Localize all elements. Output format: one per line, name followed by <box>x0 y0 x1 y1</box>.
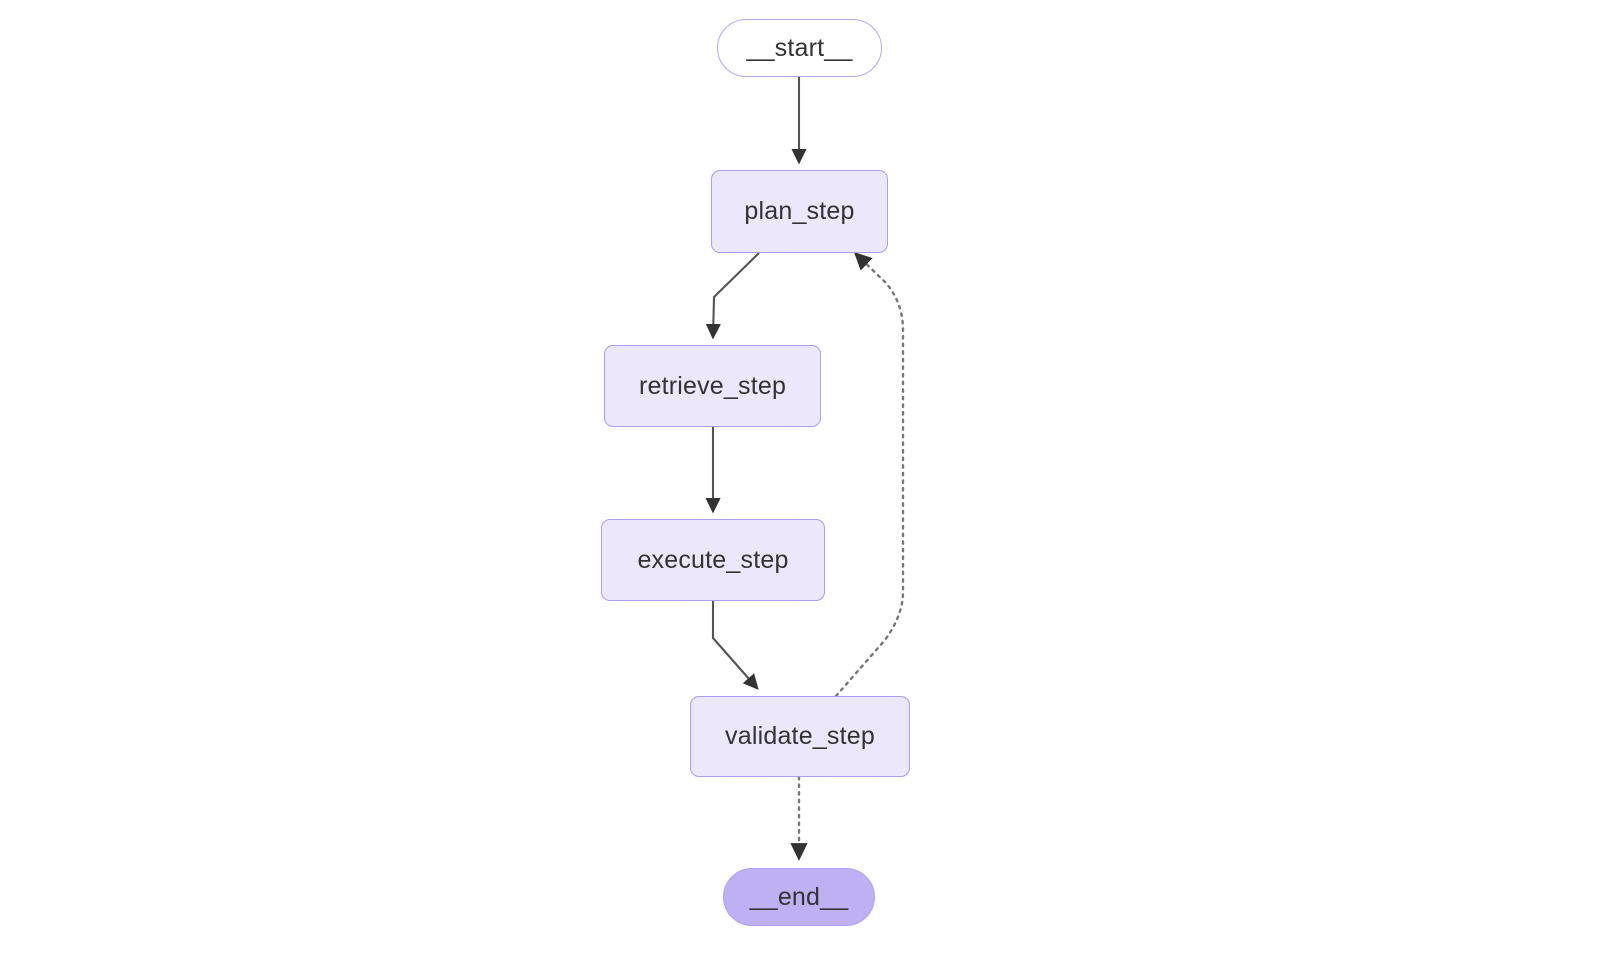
edge-plan-step-to-retrieve-step <box>705 252 760 340</box>
node-start[interactable]: __start__ <box>717 19 882 77</box>
node-retrieve-step[interactable]: retrieve_step <box>604 345 821 427</box>
node-validate-step[interactable]: validate_step <box>690 696 910 777</box>
node-execute-step-label: execute_step <box>637 545 789 574</box>
node-plan-step-label: plan_step <box>744 197 855 225</box>
node-end[interactable]: __end__ <box>723 868 875 926</box>
node-end-label: __end__ <box>749 882 849 911</box>
node-plan-step[interactable]: plan_step <box>711 170 888 253</box>
edge-execute-step-to-validate-step <box>711 601 759 690</box>
edge-validate-step-to-plan-step-loop <box>834 251 905 698</box>
node-start-label: __start__ <box>746 33 853 62</box>
node-validate-step-label: validate_step <box>725 722 875 750</box>
node-execute-step[interactable]: execute_step <box>601 519 825 601</box>
node-retrieve-step-label: retrieve_step <box>638 371 787 400</box>
